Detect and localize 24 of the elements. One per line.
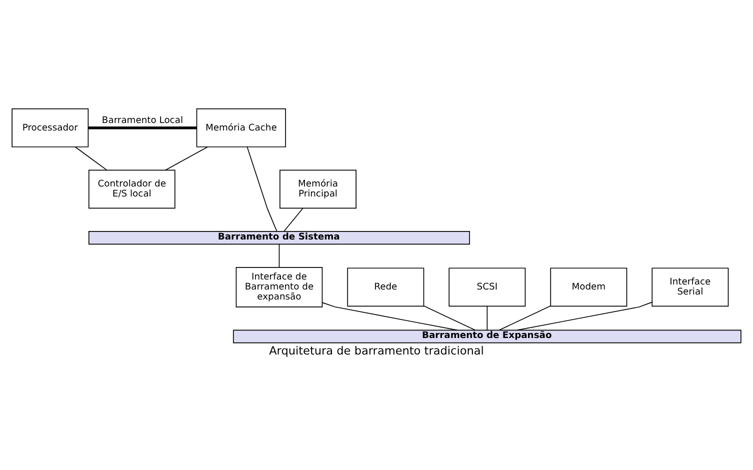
node-box: Barramento de Expansão bbox=[232, 330, 742, 344]
connector bbox=[284, 208, 304, 232]
connector bbox=[486, 306, 488, 330]
connector bbox=[498, 305, 552, 331]
node-box: Interface Serial bbox=[652, 268, 729, 307]
edge-label: Barramento Local bbox=[102, 115, 183, 126]
connector bbox=[516, 302, 652, 331]
node-box: Barramento de Sistema bbox=[88, 231, 470, 245]
node-box: Processador bbox=[12, 108, 89, 148]
caption: Arquitetura de barramento tradicional bbox=[269, 344, 484, 358]
node-box: Memória Principal bbox=[280, 170, 356, 209]
node-box: SCSI bbox=[448, 268, 526, 307]
connector bbox=[74, 146, 108, 170]
node-box: Modem bbox=[550, 268, 628, 307]
node-box: Interface de Barramento de expansão bbox=[236, 267, 323, 308]
connector bbox=[423, 305, 476, 331]
connector bbox=[88, 126, 197, 130]
connector bbox=[278, 244, 280, 268]
connector bbox=[246, 146, 278, 232]
connector bbox=[165, 146, 208, 170]
node-box: Memória Cache bbox=[196, 108, 286, 148]
connector bbox=[322, 302, 458, 331]
node-box: Rede bbox=[347, 268, 424, 307]
node-box: Controlador de E/S local bbox=[88, 170, 176, 209]
